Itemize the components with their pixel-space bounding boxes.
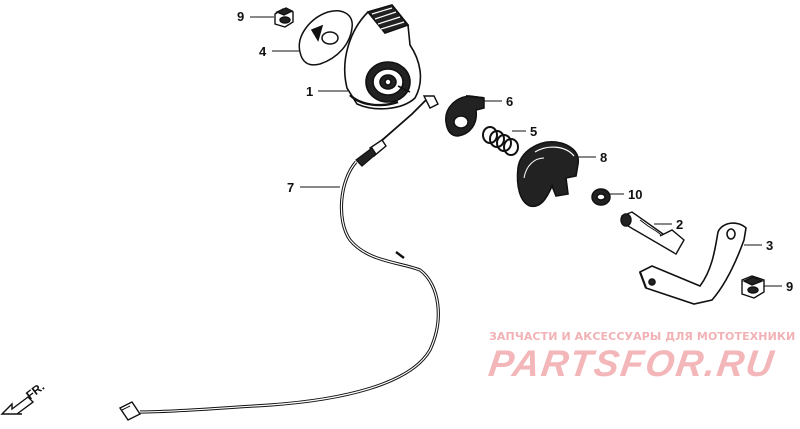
- callout-3: 3: [766, 238, 773, 253]
- watermark-tagline: ЗАПЧАСТИ И АКСЕССУАРЫ ДЛЯ МОТОТЕХНИКИ: [489, 330, 796, 343]
- part-7-cable: [118, 95, 440, 421]
- part-10-washer: [591, 188, 611, 206]
- callout-7: 7: [287, 180, 294, 195]
- part-3-bracket: [638, 222, 747, 305]
- callout-10: 10: [628, 187, 642, 202]
- callout-9-top: 9: [237, 9, 244, 24]
- part-1-reel-cover: [343, 4, 422, 110]
- front-arrow-icon: [0, 396, 35, 415]
- callout-8: 8: [600, 150, 607, 165]
- part-4-plate: [298, 10, 353, 66]
- front-direction-indicator: FR.: [0, 379, 47, 415]
- leader-lines: [250, 16, 782, 287]
- part-8-drum: [516, 141, 580, 208]
- callout-9-bottom: 9: [786, 279, 793, 294]
- callout-2: 2: [676, 217, 683, 232]
- callout-1: 1: [306, 84, 313, 99]
- callout-6: 6: [506, 94, 513, 109]
- part-6-cam: [445, 95, 485, 137]
- callout-5: 5: [530, 124, 537, 139]
- part-9-nut-top: [274, 7, 294, 28]
- watermark-logo: PARTSFOR.RU: [486, 343, 778, 384]
- part-9-nut-bottom: [741, 275, 765, 299]
- part-5-spring: [482, 126, 519, 156]
- callout-4: 4: [259, 44, 267, 59]
- part-2-bolt: [620, 211, 685, 255]
